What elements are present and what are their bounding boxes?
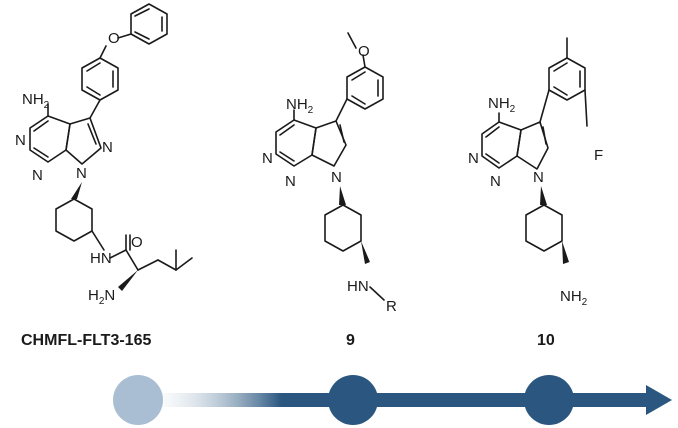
progression-arrowhead	[646, 385, 672, 415]
amide-nh-label: HN	[90, 250, 112, 267]
methoxy-oxygen-label: O	[358, 43, 370, 60]
compound-9: O NH2 N N N HN R 9	[262, 32, 397, 349]
compound-caption-10: 10	[537, 332, 555, 349]
compound-caption-chmfl: CHMFL-FLT3-165	[21, 332, 151, 349]
compound-caption-9: 9	[346, 332, 355, 349]
cyclohexane-ring	[55, 198, 93, 242]
svg-text:NH2: NH2	[560, 288, 588, 308]
alpha-amine-h-label: H	[88, 287, 99, 304]
pyrazole-ring	[65, 117, 102, 165]
compound-10: F NH2 N N N NH2 10	[468, 37, 603, 349]
stage-marker-9	[328, 375, 378, 425]
amino-subscript: 2	[44, 100, 50, 111]
progression-track	[138, 393, 650, 407]
nh-label-9: HN	[347, 278, 369, 295]
nh2-subscript-10: 2	[582, 297, 588, 308]
cyclohexane-ring-9	[324, 204, 362, 252]
methoxyphenyl-ring	[346, 66, 384, 110]
svg-text:NH2: NH2	[286, 96, 314, 116]
pyrimidine-n-label: N	[15, 132, 26, 149]
pyrimidine-n-label-9: N	[262, 150, 273, 167]
amino-subscript-9: 2	[308, 105, 314, 116]
pyrimidine-n-label-10b: N	[490, 173, 501, 190]
pyrimidine-n-label-9b: N	[285, 173, 296, 190]
pyrimidine-n-label-10: N	[468, 150, 479, 167]
svg-text:H2N: H2N	[88, 287, 115, 307]
svg-text:NH2: NH2	[22, 91, 50, 111]
amino-label: NH	[22, 91, 44, 108]
pyrimidine-ring-10	[481, 121, 522, 169]
stage-marker-10	[524, 375, 574, 425]
stereo-wedge	[71, 182, 82, 199]
cyclohexane-ring-10	[525, 204, 563, 252]
stereo-wedge-10b	[562, 241, 569, 264]
svg-text:NH2: NH2	[488, 95, 516, 115]
stage-marker-chmfl	[113, 375, 163, 425]
amino-label-10: NH	[488, 95, 510, 112]
amino-label-9: NH	[286, 96, 308, 113]
amide-oxygen-label: O	[131, 234, 143, 251]
amino-subscript-10: 2	[510, 104, 516, 115]
pyrimidine-ring	[29, 115, 71, 163]
fluoro-label: F	[594, 147, 603, 164]
r-group-label: R	[386, 298, 397, 315]
nh2-label-10: NH	[560, 288, 582, 305]
pyrazole-n1-label: N	[76, 165, 87, 182]
pyrrole-n-label-10: N	[533, 169, 544, 186]
tolyl-ring	[548, 57, 586, 101]
ether-oxygen-label: O	[108, 30, 120, 47]
progression-arrow	[113, 375, 672, 425]
pyrrole-n-label-9: N	[331, 169, 342, 186]
pyrazole-n-label: N	[102, 139, 113, 156]
alpha-amine-subscript: 2	[99, 296, 105, 307]
stereo-wedge-10	[540, 186, 547, 205]
alpha-amine-n-label: N	[104, 287, 115, 304]
pyrimidine-n-label-2: N	[32, 167, 43, 184]
alpha-wedge	[118, 270, 138, 291]
stereo-wedge-9	[339, 186, 346, 205]
pyrimidine-ring-9	[275, 119, 317, 167]
stereo-wedge-9b	[361, 241, 370, 264]
compound-chmfl-flt3-165: O NH2 N N N N HN O H2N C	[15, 3, 193, 349]
